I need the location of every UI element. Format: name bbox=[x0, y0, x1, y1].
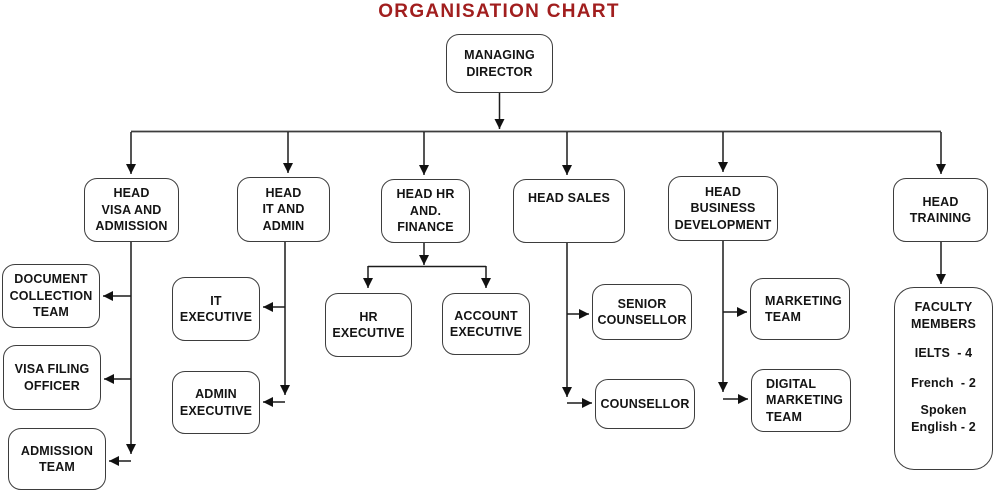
faculty-item-spoken-english: Spoken English - 2 bbox=[911, 403, 976, 434]
node-hr-executive: HR EXECUTIVE bbox=[325, 293, 412, 357]
node-label: ADMIN EXECUTIVE bbox=[179, 387, 253, 418]
node-digital-marketing-team: DIGITAL MARKETING TEAM bbox=[751, 369, 851, 432]
node-label: DOCUMENT COLLECTION TEAM bbox=[9, 272, 93, 320]
node-faculty-members: FACULTY MEMBERS IELTS - 4 French - 2 Spo… bbox=[894, 287, 993, 470]
connector-hr-finance bbox=[363, 243, 491, 288]
connector-visa-admission bbox=[103, 242, 136, 466]
node-label: SENIOR COUNSELLOR bbox=[597, 296, 687, 328]
node-label: HEAD VISA AND ADMISSION bbox=[95, 186, 168, 234]
node-visa-filing-officer: VISA FILING OFFICER bbox=[3, 345, 101, 410]
node-document-collection-team: DOCUMENT COLLECTION TEAM bbox=[2, 264, 100, 328]
node-label: HEAD BUSINESS DEVELOPMENT bbox=[674, 184, 772, 232]
node-label: COUNSELLOR bbox=[600, 396, 690, 411]
faculty-item-ielts: IELTS - 4 bbox=[914, 346, 973, 360]
node-counsellor: COUNSELLOR bbox=[595, 379, 695, 429]
node-marketing-team: MARKETING TEAM bbox=[750, 278, 850, 340]
node-label: ADMISSION TEAM bbox=[20, 443, 94, 475]
node-label: HEAD IT AND ADMIN bbox=[262, 185, 305, 233]
faculty-item-french: French - 2 bbox=[911, 375, 976, 390]
node-it-executive: IT EXECUTIVE bbox=[172, 277, 260, 341]
node-label: VISA FILING OFFICER bbox=[14, 362, 90, 393]
connector-managing-director bbox=[126, 93, 946, 175]
connector-business-development bbox=[718, 241, 748, 404]
page-title: ORGANISATION CHART bbox=[378, 1, 620, 22]
node-label: IT EXECUTIVE bbox=[179, 293, 253, 325]
node-label: HEAD SALES bbox=[527, 191, 611, 205]
node-head-business-development: HEAD BUSINESS DEVELOPMENT bbox=[668, 176, 778, 241]
node-label: HEAD TRAINING bbox=[909, 194, 972, 226]
connector-it-admin bbox=[263, 242, 290, 407]
node-head-hr-finance: HEAD HR AND. FINANCE bbox=[381, 179, 470, 243]
node-head-it-admin: HEAD IT AND ADMIN bbox=[237, 177, 330, 242]
node-label: DIGITAL MARKETING TEAM bbox=[766, 376, 844, 424]
node-head-visa-admission: HEAD VISA AND ADMISSION bbox=[84, 178, 179, 242]
connector-group bbox=[103, 93, 946, 466]
node-label: HR EXECUTIVE bbox=[332, 309, 405, 341]
node-head-sales: HEAD SALES bbox=[513, 179, 625, 243]
node-label: HEAD HR AND. FINANCE bbox=[396, 187, 455, 235]
node-label: ACCOUNT EXECUTIVE bbox=[449, 308, 523, 340]
node-managing-director: MANAGING DIRECTOR bbox=[446, 34, 553, 93]
node-head-training: HEAD TRAINING bbox=[893, 178, 988, 242]
node-label: MARKETING TEAM bbox=[765, 293, 843, 325]
node-label: MANAGING DIRECTOR bbox=[464, 48, 535, 79]
node-label: FACULTY MEMBERS bbox=[911, 300, 976, 331]
node-admin-executive: ADMIN EXECUTIVE bbox=[172, 371, 260, 434]
node-admission-team: ADMISSION TEAM bbox=[8, 428, 106, 490]
connector-sales bbox=[562, 243, 592, 408]
node-account-executive: ACCOUNT EXECUTIVE bbox=[442, 293, 530, 355]
node-senior-counsellor: SENIOR COUNSELLOR bbox=[592, 284, 692, 340]
